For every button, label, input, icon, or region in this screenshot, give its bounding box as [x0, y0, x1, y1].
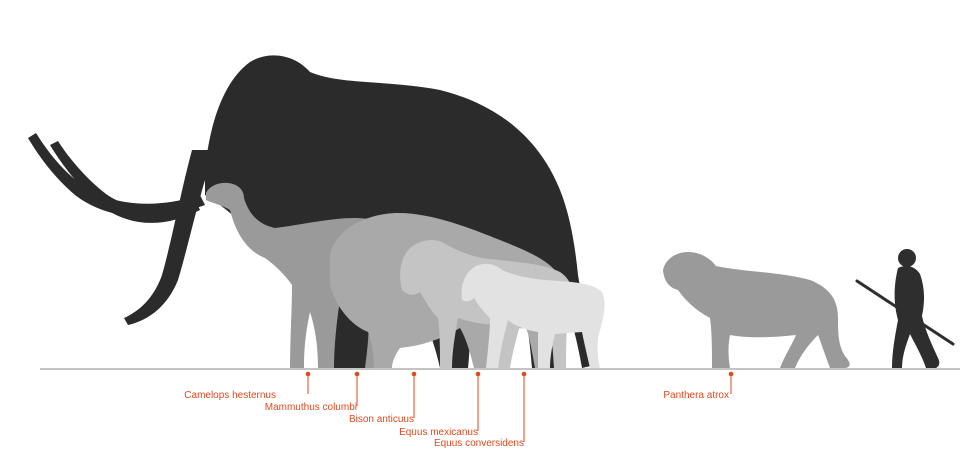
label-group-mammoth: Mammuthus columbi — [265, 372, 360, 413]
label-camelops-hesternus: Camelops hesternus — [184, 390, 276, 401]
lion-silhouette — [663, 252, 850, 368]
label-equus-mexicanus: Equus mexicanus — [399, 427, 478, 438]
mammoth-trunk — [124, 150, 215, 325]
label-group-equus-mexicanus: Equus mexicanus — [399, 372, 480, 438]
label-mammuthus-columbi: Mammuthus columbi — [265, 402, 357, 413]
label-panthera-atrox: Panthera atrox — [663, 390, 729, 401]
label-bison-anticuus: Bison anticuus — [349, 414, 414, 425]
label-group-panthera: Panthera atrox — [663, 372, 733, 401]
human-head — [898, 249, 916, 267]
label-group-equus-conversidens: Equus conversidens — [434, 372, 526, 449]
species-labels: Camelops hesternus Mammuthus columbi Bis… — [184, 372, 733, 449]
lion-body — [663, 252, 850, 368]
human-with-spear-silhouette — [857, 249, 953, 368]
label-equus-conversidens: Equus conversidens — [434, 438, 524, 449]
label-group-bison: Bison anticuus — [349, 372, 416, 425]
label-group-camel: Camelops hesternus — [184, 372, 310, 401]
human-body — [892, 266, 939, 368]
